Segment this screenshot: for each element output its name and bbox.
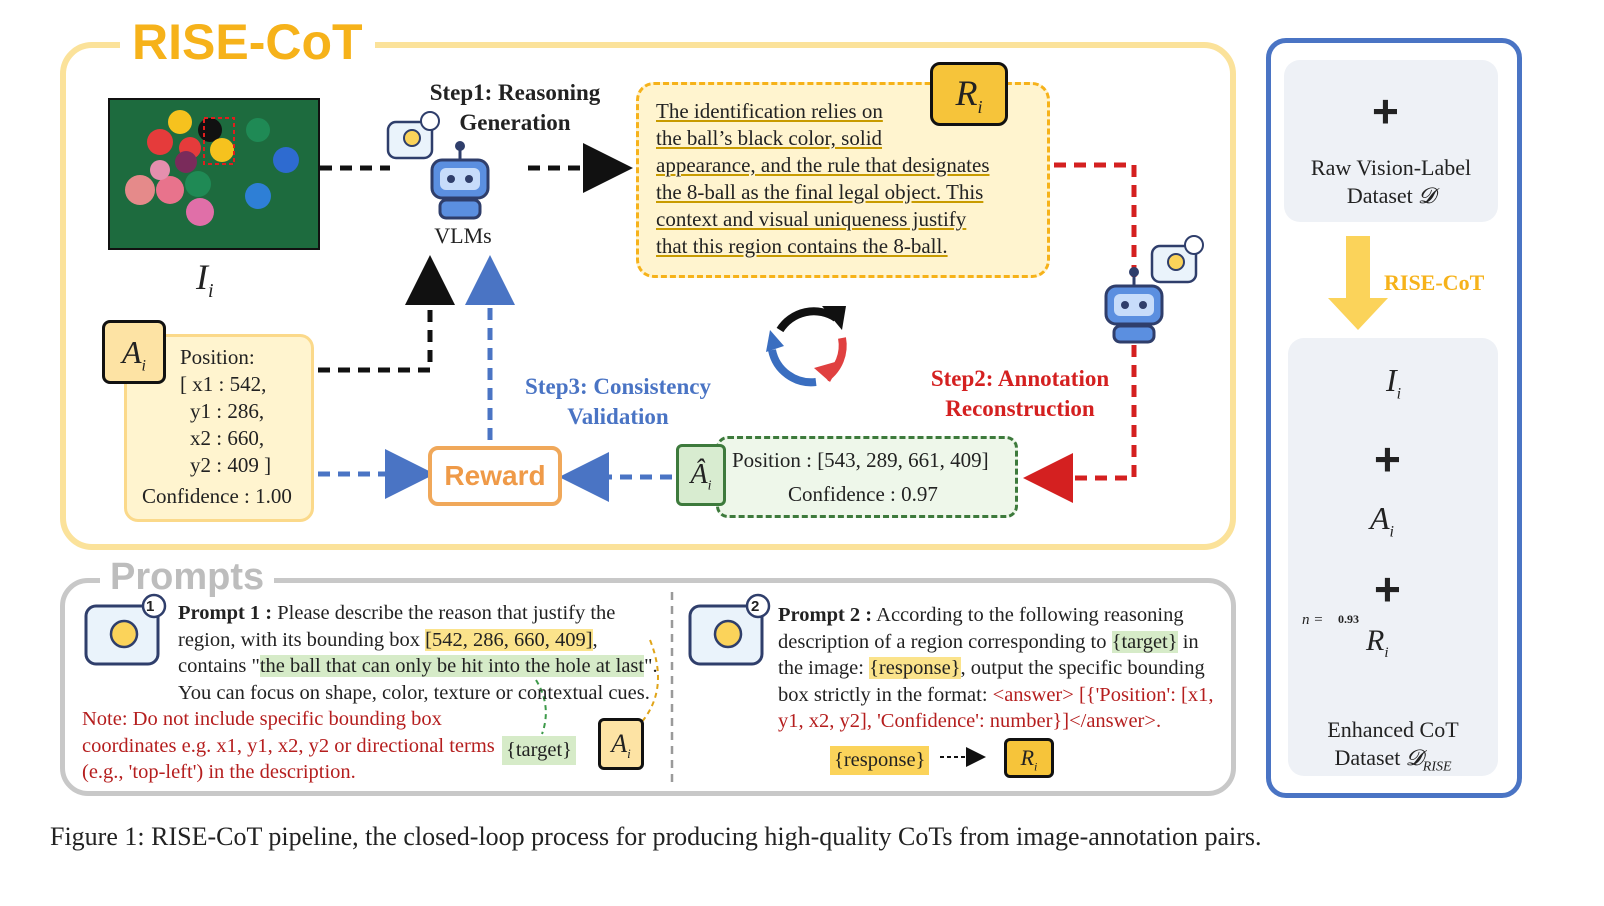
down-arrow-icon <box>1328 236 1388 330</box>
dataset-frame <box>1266 38 1522 798</box>
image-stack-label: Ii <box>1386 362 1402 403</box>
annotation-position: Position: [ x1 : 542, y1 : 286, x2 : 660… <box>180 345 272 477</box>
reconstruction-confidence: Confidence : 0.97 <box>788 482 938 506</box>
pipeline-frame <box>60 42 1236 550</box>
figure-caption: Figure 1: RISE-CoT pipeline, the closed-… <box>50 822 1262 851</box>
plus-icon: + <box>1372 85 1399 137</box>
image-label: Ii <box>196 257 214 303</box>
idea-bubble-icon-4 <box>688 593 771 666</box>
vlms-label: VLMs <box>434 223 492 248</box>
reasoning-badge-small: Ri <box>1004 738 1054 778</box>
prompt1-note: Note: Do not include specific bounding b… <box>82 708 495 783</box>
plus-icon-2: + <box>1374 433 1401 485</box>
prompt2-step-number: 2 <box>751 598 760 615</box>
idea-bubble-icon-3 <box>84 593 167 666</box>
reasoning-to-recon-arrow <box>1023 162 1137 503</box>
robot-icon <box>430 141 490 220</box>
annotation-badge: Ai <box>102 320 166 384</box>
target-link-arrow <box>535 679 547 735</box>
annotation-to-vlm-arrow <box>318 255 455 373</box>
reasoning-badge: Ri <box>930 62 1008 126</box>
prompt1-step-number: 1 <box>146 598 155 615</box>
raw-dataset-label: Raw Vision-Label Dataset 𝓓 <box>1310 155 1472 208</box>
bbox-link-arrow <box>639 639 659 725</box>
cycle-icon <box>766 306 847 387</box>
n-value: 0.93 <box>1338 612 1359 626</box>
prompt1-text: Prompt 1 : Please describe the reason th… <box>178 602 658 704</box>
prompt2-text-top: Prompt 2 : According to the following re… <box>778 604 1214 732</box>
enhanced-dataset-label: Enhanced CoT Dataset 𝓓RISE <box>1327 717 1459 775</box>
reward-box: Reward <box>428 446 562 506</box>
reasoning-text: The identification relies on the ball’s … <box>656 99 990 258</box>
reconstruction-position: Position : [543, 289, 661, 409] <box>732 448 989 472</box>
rise-cot-arrow-label: RISE-CoT <box>1384 270 1485 295</box>
annotation-confidence: Confidence : 1.00 <box>142 484 292 508</box>
target-tag: {target} <box>502 736 576 765</box>
reconstruction-badge: Âi <box>676 444 726 506</box>
idea-bubble-icon-2 <box>1150 235 1204 284</box>
enhanced-dataset-panel <box>1288 338 1498 776</box>
raw-dataset-panel <box>1284 60 1498 222</box>
prompts-frame <box>60 578 1236 796</box>
reconstruction-box <box>716 436 1018 518</box>
robot-icon-2 <box>1104 267 1164 344</box>
response-tag: {response} <box>830 746 930 775</box>
annotation-stack-label: Ai <box>1370 500 1394 541</box>
billiard-image <box>108 98 320 250</box>
n-label: n = <box>1302 612 1324 628</box>
pipeline-title: RISE-CoT <box>120 12 375 72</box>
idea-bubble-icon <box>386 111 440 160</box>
reasoning-stack-label: Ri <box>1366 624 1389 661</box>
billiard-balls <box>125 110 299 226</box>
annotation-badge-small: Ai <box>598 718 644 770</box>
prompts-title: Prompts <box>100 554 275 600</box>
plus-icon-3: + <box>1374 563 1401 615</box>
